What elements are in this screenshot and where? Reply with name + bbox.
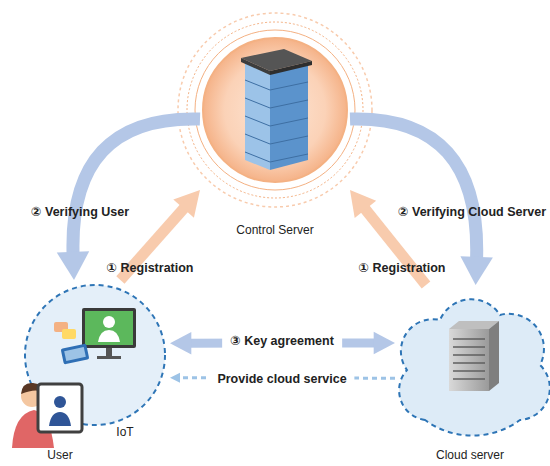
monitor-stand (106, 348, 112, 356)
flow-arrow (170, 332, 395, 355)
server-front (449, 329, 489, 391)
node-title: Cloud server (436, 448, 504, 462)
arrow-head (170, 373, 180, 383)
flow-arrow (57, 119, 200, 280)
tower-floors (245, 80, 308, 162)
flow-arrow (350, 119, 493, 285)
tower-right-face (270, 64, 308, 170)
edge-label: ② Verifying Cloud Server (395, 205, 549, 220)
cloud-shape (395, 285, 550, 466)
server-disc (203, 38, 347, 182)
node-caption: User (47, 448, 72, 462)
arrow-head (374, 332, 395, 354)
node-title: Control Server (236, 223, 313, 237)
monitor-frame (82, 308, 136, 348)
monitor-avatar (103, 316, 115, 328)
phone-device (61, 343, 90, 364)
arrow-head (460, 256, 492, 285)
edge-label: Provide cloud service (209, 372, 354, 387)
inner-ring (195, 30, 355, 190)
chat-bubble (62, 329, 76, 339)
server-node: Control Server (200, 20, 350, 240)
tower-roof-edge (270, 61, 312, 75)
arrow-head (350, 190, 376, 218)
middle-ring (187, 22, 363, 198)
tower-left-face (245, 62, 270, 170)
iot-circle (10, 280, 170, 466)
edge-label: ② Verifying User (28, 205, 132, 220)
arrow-head (57, 251, 89, 280)
tablet-frame (38, 384, 82, 432)
monitor-avatar (98, 330, 120, 342)
edge-label: ① Registration (356, 261, 449, 276)
monitor-base (97, 356, 121, 359)
node-title: IoT (116, 425, 133, 439)
tablet-avatar (49, 412, 71, 426)
phone-screen (64, 347, 86, 361)
edge-label: ③ Key agreement (222, 334, 342, 349)
arrow-head (170, 332, 191, 354)
server-slots (453, 339, 485, 379)
tower-roof (241, 49, 312, 71)
arrow-shaft (73, 119, 200, 256)
outer-ring (178, 13, 372, 207)
arrow-shaft (350, 119, 477, 261)
tablet-avatar (54, 396, 66, 408)
tower-roof-edge (241, 58, 270, 75)
user-node: IoT User (10, 280, 170, 466)
cloud-node: Cloud server (395, 285, 550, 466)
edge-label: ① Registration (104, 261, 197, 276)
arrow-head (173, 190, 200, 218)
server-side (489, 321, 499, 391)
monitor-screen (85, 311, 133, 345)
server-circle (200, 20, 350, 240)
cloud-outline (399, 299, 550, 435)
